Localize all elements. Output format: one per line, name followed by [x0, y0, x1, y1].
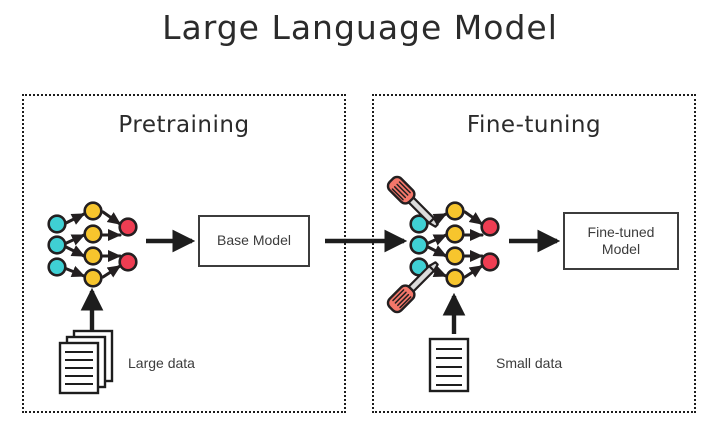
panel-heading-fine-tuning: Fine-tuning	[466, 112, 602, 138]
panel-heading-pretraining: Pretraining	[118, 112, 250, 138]
small-data-label: Small data	[496, 355, 563, 371]
panel-fine-tuning: Fine-tuning	[372, 94, 696, 413]
panel-pretraining: Pretraining	[22, 94, 346, 413]
fine-tuned-model-label-line2: Model	[601, 241, 641, 257]
fine-tuned-model-box: Fine-tuned Model	[563, 212, 679, 270]
base-model-box: Base Model	[198, 215, 310, 267]
fine-tuned-model-label-line1: Fine-tuned	[587, 223, 655, 240]
page-title: Large Language Model	[162, 8, 558, 47]
base-model-label: Base Model	[217, 232, 291, 249]
large-data-label: Large data	[128, 355, 195, 371]
